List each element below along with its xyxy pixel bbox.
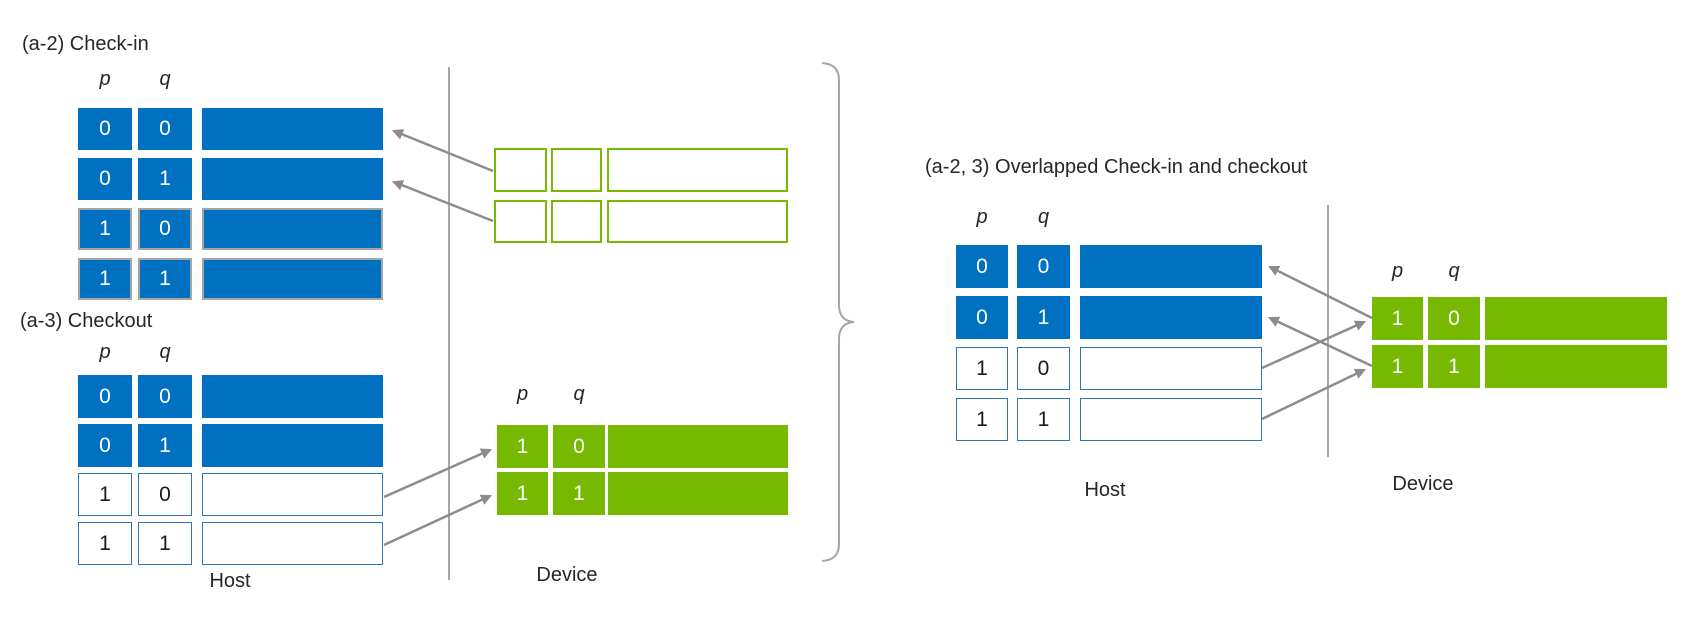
checkout-q-cell: 1 — [138, 522, 192, 565]
checkin-title: (a-2) Check-in — [22, 33, 149, 55]
checkin-q-cell: 1 — [138, 158, 192, 200]
checkin-memory-bar — [202, 208, 383, 250]
device-col-p-header: p — [516, 383, 529, 405]
right-host-memory-bar — [1080, 347, 1262, 390]
checkout-memory-bar — [202, 375, 383, 418]
device-label: Device — [536, 564, 598, 586]
checkin-col-p-header: p — [99, 68, 111, 90]
checkout-arrow — [383, 494, 492, 547]
device-buffer-q-cell — [551, 200, 602, 243]
device-q-cell: 0 — [553, 425, 605, 468]
right-device-p-cell: 1 — [1372, 297, 1423, 340]
checkin-arrow — [391, 180, 494, 223]
host-device-divider — [448, 67, 450, 580]
checkout-arrow — [383, 448, 493, 499]
checkin-p-cell: 0 — [78, 158, 132, 200]
right-host-device-divider — [1327, 205, 1329, 457]
overlap-checkin-arrow — [1268, 265, 1373, 320]
checkin-p-cell: 1 — [78, 208, 132, 250]
device-buffer-p-cell — [494, 148, 547, 192]
checkout-p-cell: 1 — [78, 473, 132, 516]
overlap-checkin-arrow — [1268, 316, 1373, 368]
checkin-memory-bar — [202, 108, 383, 150]
right-host-p-cell: 0 — [956, 245, 1008, 288]
device-col-q-header: q — [573, 383, 585, 405]
host-label: Host — [209, 570, 251, 592]
right-device-memory-bar — [1485, 297, 1667, 340]
checkout-title: (a-3) Checkout — [20, 310, 153, 332]
device-memory-bar — [608, 425, 788, 468]
right-host-q-cell: 1 — [1017, 296, 1070, 339]
right-device-col-p-header: p — [1391, 260, 1404, 282]
device-buffer-memory-bar — [607, 148, 788, 192]
right-host-memory-bar — [1080, 245, 1262, 288]
device-memory-bar — [608, 472, 788, 515]
device-buffer-p-cell — [494, 200, 547, 243]
checkin-q-cell: 1 — [138, 258, 192, 300]
checkin-memory-bar — [202, 158, 383, 200]
checkout-memory-bar — [202, 522, 383, 565]
checkout-p-cell: 1 — [78, 522, 132, 565]
checkin-p-cell: 0 — [78, 108, 132, 150]
grouping-brace — [821, 62, 855, 562]
device-p-cell: 1 — [497, 425, 548, 468]
right-device-q-cell: 0 — [1428, 297, 1480, 340]
device-q-cell: 1 — [553, 472, 605, 515]
device-buffer-memory-bar — [607, 200, 788, 243]
checkout-q-cell: 0 — [138, 375, 192, 418]
overlap-checkout-arrow — [1261, 368, 1366, 421]
right-host-col-q-header: q — [1037, 206, 1050, 228]
checkout-memory-bar — [202, 473, 383, 516]
checkout-p-cell: 0 — [78, 424, 132, 467]
right-device-label: Device — [1392, 473, 1454, 495]
right-host-memory-bar — [1080, 296, 1262, 339]
checkin-p-cell: 1 — [78, 258, 132, 300]
right-device-p-cell: 1 — [1372, 345, 1423, 388]
right-host-p-cell: 1 — [956, 347, 1008, 390]
right-host-memory-bar — [1080, 398, 1262, 441]
right-host-p-cell: 1 — [956, 398, 1008, 441]
right-device-memory-bar — [1485, 345, 1667, 388]
right-host-q-cell: 0 — [1017, 245, 1070, 288]
device-p-cell: 1 — [497, 472, 548, 515]
checkin-memory-bar — [202, 258, 383, 300]
checkout-col-p-header: p — [99, 341, 111, 363]
checkin-q-cell: 0 — [138, 108, 192, 150]
checkin-q-cell: 0 — [138, 208, 192, 250]
right-host-label: Host — [1084, 479, 1126, 501]
right-device-col-q-header: q — [1448, 260, 1460, 282]
right-device-q-cell: 1 — [1428, 345, 1480, 388]
overlapped-title: (a-2, 3) Overlapped Check-in and checkou… — [925, 156, 1308, 178]
checkout-col-q-header: q — [159, 341, 171, 363]
device-buffer-q-cell — [551, 148, 602, 192]
checkin-arrow — [391, 129, 494, 173]
checkout-p-cell: 0 — [78, 375, 132, 418]
right-host-p-cell: 0 — [956, 296, 1008, 339]
right-host-q-cell: 1 — [1017, 398, 1070, 441]
checkout-q-cell: 1 — [138, 424, 192, 467]
overlap-checkout-arrow — [1261, 320, 1367, 370]
checkout-q-cell: 0 — [138, 473, 192, 516]
checkin-col-q-header: q — [159, 68, 171, 90]
right-host-q-cell: 0 — [1017, 347, 1070, 390]
right-host-col-p-header: p — [976, 206, 988, 228]
checkout-memory-bar — [202, 424, 383, 467]
